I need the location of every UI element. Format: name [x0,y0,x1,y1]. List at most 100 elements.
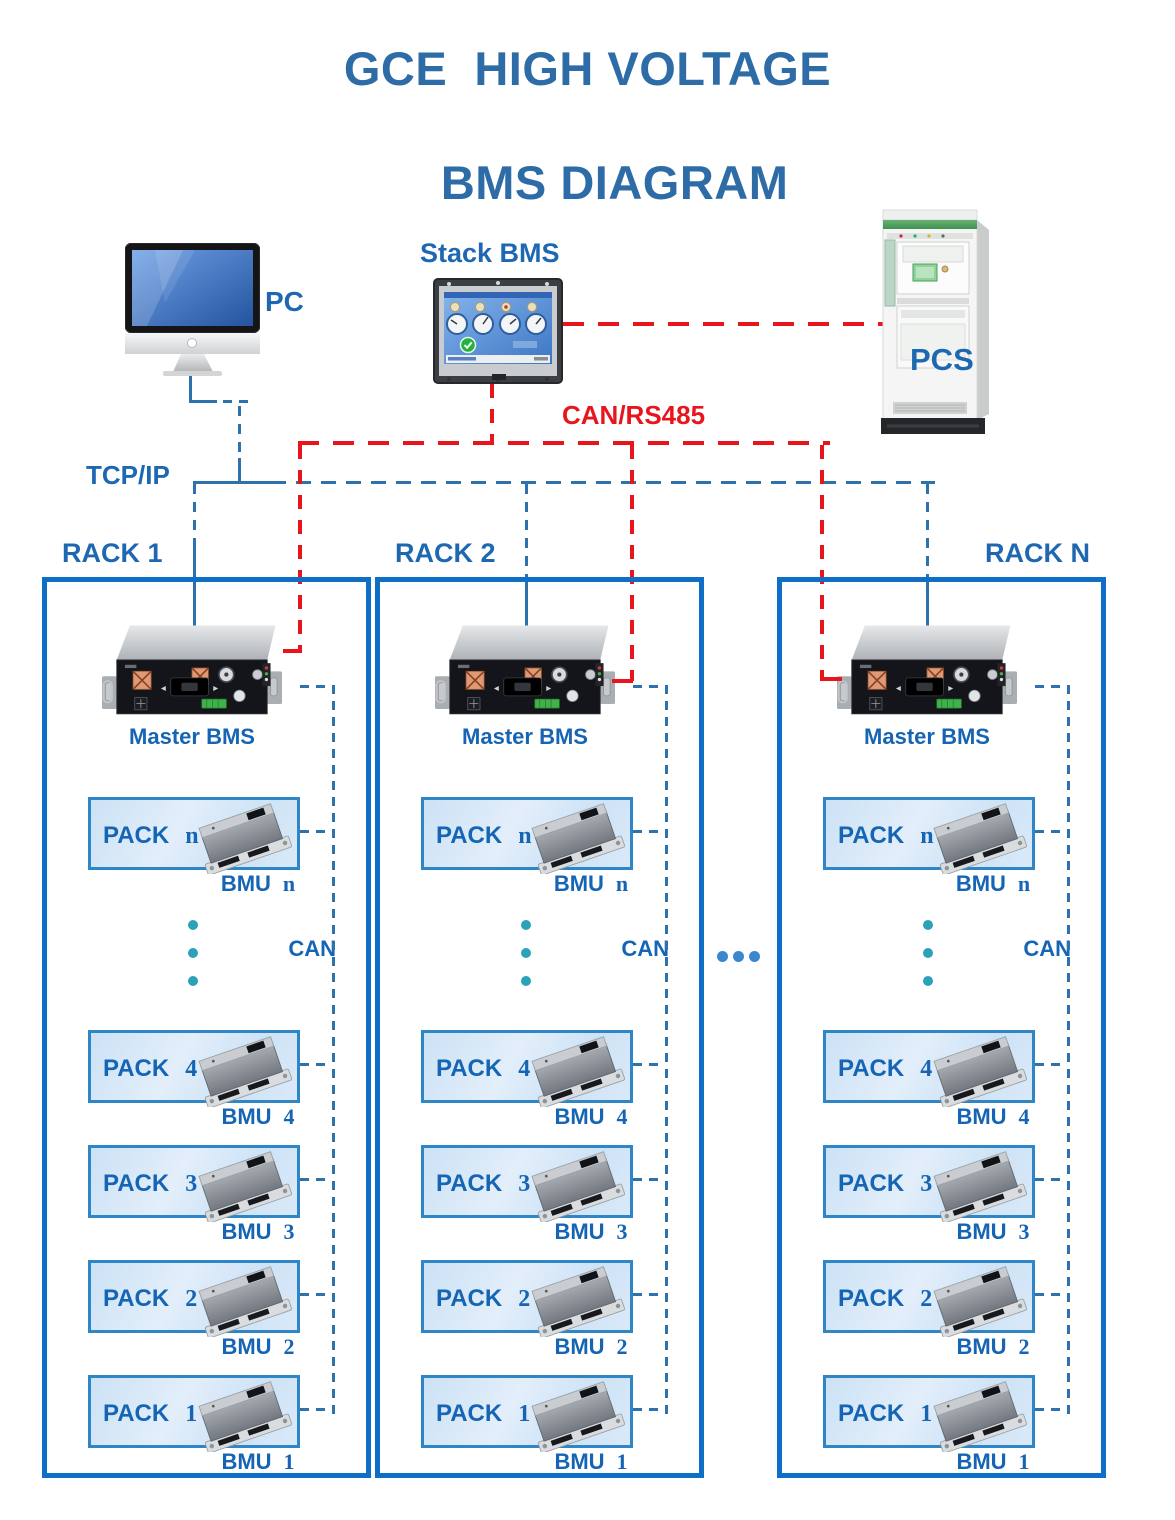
rackn-tcpip-drop-dashed [926,484,929,577]
bmu-device-image [198,1266,292,1337]
rackn-tcpip-drop-solid [926,577,929,657]
rack-outline-box [777,577,1106,1478]
page-title: GCE HIGH VOLTAGE BMS DIAGRAM [0,40,1175,211]
pcs-label: PCS [910,342,974,377]
rack-1: RACK 1 Master BMS CAN [42,530,371,1478]
can-bus-top-line [1035,685,1069,688]
bmu-device-image [198,1151,292,1222]
bmu-device-image [933,1266,1027,1337]
rackn-can-drop-line [820,445,824,679]
stack-bms-stem-line [490,384,494,444]
can-bus-top-line [300,685,334,688]
master-bms-device-image [435,625,615,715]
can-bus-vertical-line [1067,685,1070,1415]
pack-can-connector-line [633,1063,665,1066]
tcpip-bus-solid-line [193,481,271,484]
stack-to-pcs-line [563,322,884,326]
pack-can-connector-line [633,1408,665,1411]
pack-ellipsis-dot [521,920,531,930]
rack2-can-elbow-line [612,679,633,683]
stack-bms-device-image [433,278,563,384]
pc-drop-stub-line [238,458,241,484]
bmu-device-image [531,803,625,874]
pc-device-image [125,243,260,376]
rack-ellipsis-dot [733,951,744,962]
master-bms-device-image [102,625,282,715]
can-rs485-label: CAN/RS485 [562,400,706,430]
bmu-device-image [531,1151,625,1222]
can-label: CAN [288,936,336,961]
rack2-can-drop-line [630,445,634,681]
bmu-device-image [531,1036,625,1107]
pack-ellipsis-dot [923,948,933,958]
bmu-device-image [933,1036,1027,1107]
master-bms-label: Master BMS [864,724,990,749]
rack-ellipsis-dot [749,951,760,962]
pack-ellipsis-dot [188,948,198,958]
rack1-can-drop-line [298,445,302,651]
master-bms-device-image [837,625,1017,715]
rackn-can-elbow-line [820,677,842,681]
rack-n: RACK N Master BMS CAN [777,530,1106,1478]
stack-bms-label: Stack BMS [420,238,560,268]
pack-ellipsis-dot [188,976,198,986]
can-bus-vertical-line [665,685,668,1415]
pack-can-connector-line [300,1178,332,1181]
can-bus-top-line [633,685,667,688]
pack-ellipsis-dot [188,920,198,930]
rack-outline-box [42,577,371,1478]
master-bms-label: Master BMS [462,724,588,749]
bmu-device-image [198,1381,292,1452]
rack-ellipsis-dot [717,951,728,962]
master-bms-label: Master BMS [129,724,255,749]
rack2-tcpip-drop-solid [525,577,528,657]
bmu-device-image [531,1381,625,1452]
can-label: CAN [621,936,669,961]
rack2-tcpip-drop-dashed [525,484,528,577]
title-line-1: GCE HIGH VOLTAGE [343,42,832,95]
bmu-device-image [198,803,292,874]
rack1-can-elbow-line [283,649,302,653]
can-label: CAN [1023,936,1071,961]
rack-outline-box [375,577,704,1478]
pack-can-connector-line [300,1063,332,1066]
title-line-2: BMS DIAGRAM [440,156,789,209]
